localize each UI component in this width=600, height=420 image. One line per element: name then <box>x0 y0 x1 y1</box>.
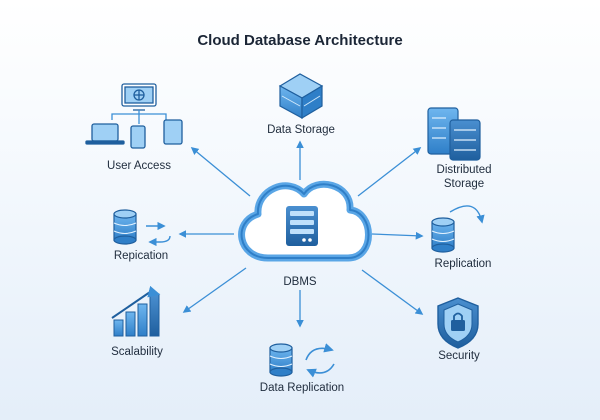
database-refresh-icon <box>431 205 485 253</box>
arrow-to-user-access <box>190 147 251 197</box>
arrow-to-distributed-storage <box>357 147 422 197</box>
database-sync-icon <box>113 209 171 247</box>
node-label-data-replication: Data Replication <box>259 382 345 394</box>
node-label-distributed-storage-1: Distributed <box>436 164 492 176</box>
node-label-repication: Repication <box>113 250 169 262</box>
node-label-security: Security <box>438 350 480 362</box>
server-rack-icon <box>427 107 481 161</box>
storage-icon <box>278 73 324 120</box>
arrow-to-replication <box>371 231 424 240</box>
node-label-user-access: User Access <box>107 160 171 172</box>
arrow-to-security <box>361 269 424 315</box>
node-label-data-storage: Data Storage <box>267 124 335 136</box>
node-label-replication: Replication <box>434 258 492 270</box>
center-label: DBMS <box>283 276 317 288</box>
server-icon <box>286 206 318 246</box>
devices-icon <box>85 83 183 149</box>
bar-growth-icon <box>111 285 161 337</box>
node-label-distributed-storage-2: Storage <box>443 178 485 190</box>
diagram-title: Cloud Database Architecture <box>197 32 403 49</box>
arrow-to-scalability <box>182 267 247 313</box>
node-label-scalability: Scalability <box>111 346 163 358</box>
database-cycle-icon <box>269 343 335 378</box>
shield-lock-icon <box>437 297 479 349</box>
